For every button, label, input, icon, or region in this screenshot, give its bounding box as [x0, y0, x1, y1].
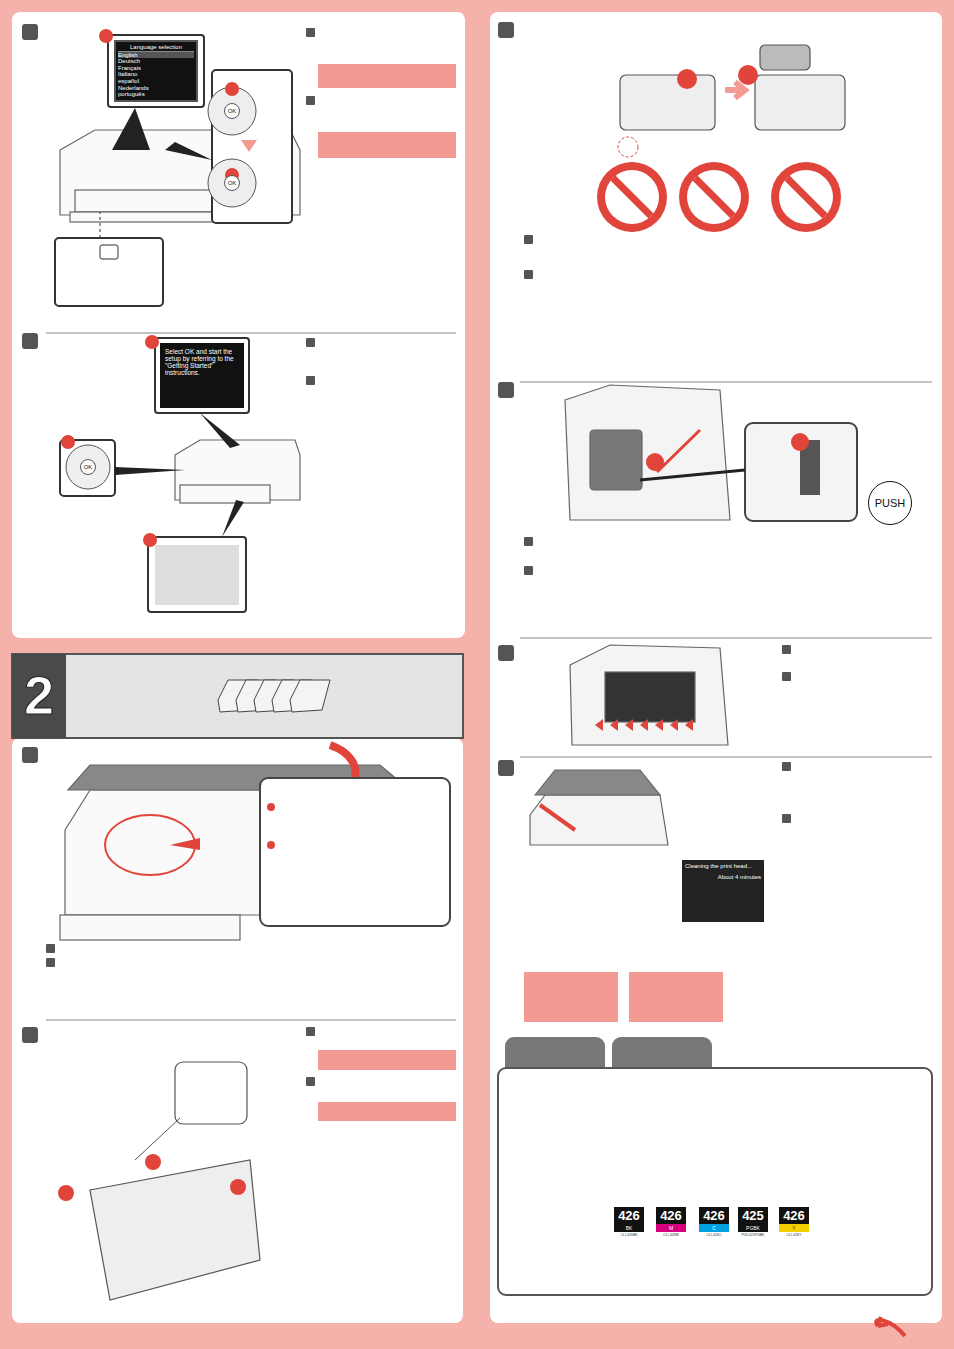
ink-label: 425PGBKPGI-425PGBK — [738, 1207, 768, 1241]
section-number: 2 — [12, 654, 66, 738]
screen-text: Language selection — [118, 44, 194, 52]
lcd-screen: Select OK and start the setup by referri… — [160, 343, 244, 408]
ok-button: OK — [224, 103, 240, 119]
ink-code: PGBK — [738, 1224, 768, 1232]
ink-code: Y — [779, 1224, 809, 1232]
ink-code: C — [699, 1224, 729, 1232]
screen-text: Français — [118, 65, 194, 72]
ink-code: CLI-426M — [656, 1232, 686, 1238]
lcd-screen: Cleaning the print head... About 4 minute… — [682, 860, 764, 922]
screen-text: About 4 minutes — [685, 874, 761, 881]
screen-text: 2 — [24, 666, 54, 725]
ink-code: CLI-426Y — [779, 1232, 809, 1238]
ink-code: 426 — [656, 1207, 686, 1224]
screen-text: Italiano — [118, 71, 194, 78]
ink-label: 426MCLI-426M — [656, 1207, 686, 1241]
ok-button: OK — [224, 175, 240, 191]
screen-text: español — [118, 78, 194, 85]
screen-text: Nederlands — [118, 85, 194, 92]
ok-button: OK — [80, 459, 96, 475]
screen-text: Select OK and start the setup by referri… — [165, 348, 239, 377]
ink-code: 426 — [614, 1207, 644, 1224]
push-circle: PUSH — [868, 481, 912, 525]
ink-code: 425 — [738, 1207, 768, 1224]
screen-text: Deutsch — [118, 58, 194, 65]
screen-text: Cleaning the print head... — [685, 863, 761, 870]
ink-code: BK — [614, 1224, 644, 1232]
ink-code: M — [656, 1224, 686, 1232]
ink-code: CLI-426BK — [614, 1232, 644, 1238]
ink-label: 426CCLI-426C — [699, 1207, 729, 1241]
screen-text: English — [118, 52, 194, 59]
ink-code: 426 — [699, 1207, 729, 1224]
ink-code: 426 — [779, 1207, 809, 1224]
screen-text: português — [118, 91, 194, 98]
lcd-screen: Language selectionEnglishDeutschFrançais… — [114, 40, 198, 102]
ink-label: 426BKCLI-426BK — [614, 1207, 644, 1241]
ink-label: 426YCLI-426Y — [779, 1207, 809, 1241]
ink-code: CLI-426C — [699, 1232, 729, 1238]
ink-code: PGI-425PGBK — [738, 1232, 768, 1238]
screen-text: PUSH — [875, 497, 906, 509]
